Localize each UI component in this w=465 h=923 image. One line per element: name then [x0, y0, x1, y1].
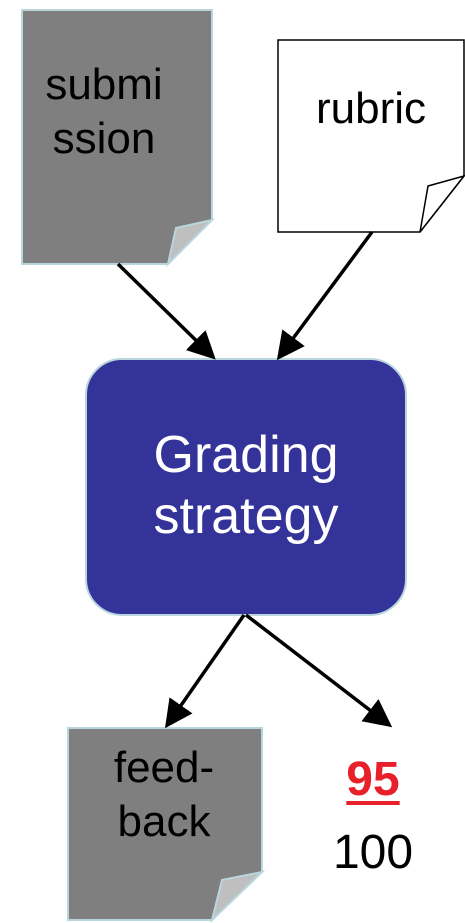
- score-earned: 95: [346, 753, 400, 806]
- submission-label-line-2: ssion: [52, 113, 156, 163]
- submission-document: [21, 9, 216, 268]
- grading-strategy-label-line-1: Grading: [153, 426, 339, 484]
- arrow-submission-to-grading: [116, 262, 216, 360]
- arrow-grading-to-feedback: [164, 613, 246, 729]
- submission-label: submi ssion: [22, 58, 186, 165]
- arrow-rubric-to-grading: [276, 230, 374, 361]
- feedback-label: feed- back: [68, 741, 260, 848]
- feedback-label-line-2: back: [117, 796, 211, 846]
- arrow-grading-to-score: [244, 613, 393, 728]
- feedback-label-line-1: feed-: [113, 743, 215, 792]
- submission-page-fold: [166, 218, 216, 268]
- feedback-document: [67, 727, 266, 923]
- rubric-document: [277, 39, 465, 233]
- feedback-page-fold: [210, 870, 266, 923]
- grading-strategy-label-line-2: strategy: [153, 486, 339, 545]
- grading-strategy-label: Grading strategy: [88, 425, 404, 547]
- rubric-label: rubric: [315, 84, 427, 133]
- rubric-page-fold: [419, 174, 465, 233]
- submission-label-line-1: submi: [45, 60, 163, 109]
- score-total: 100: [332, 826, 414, 879]
